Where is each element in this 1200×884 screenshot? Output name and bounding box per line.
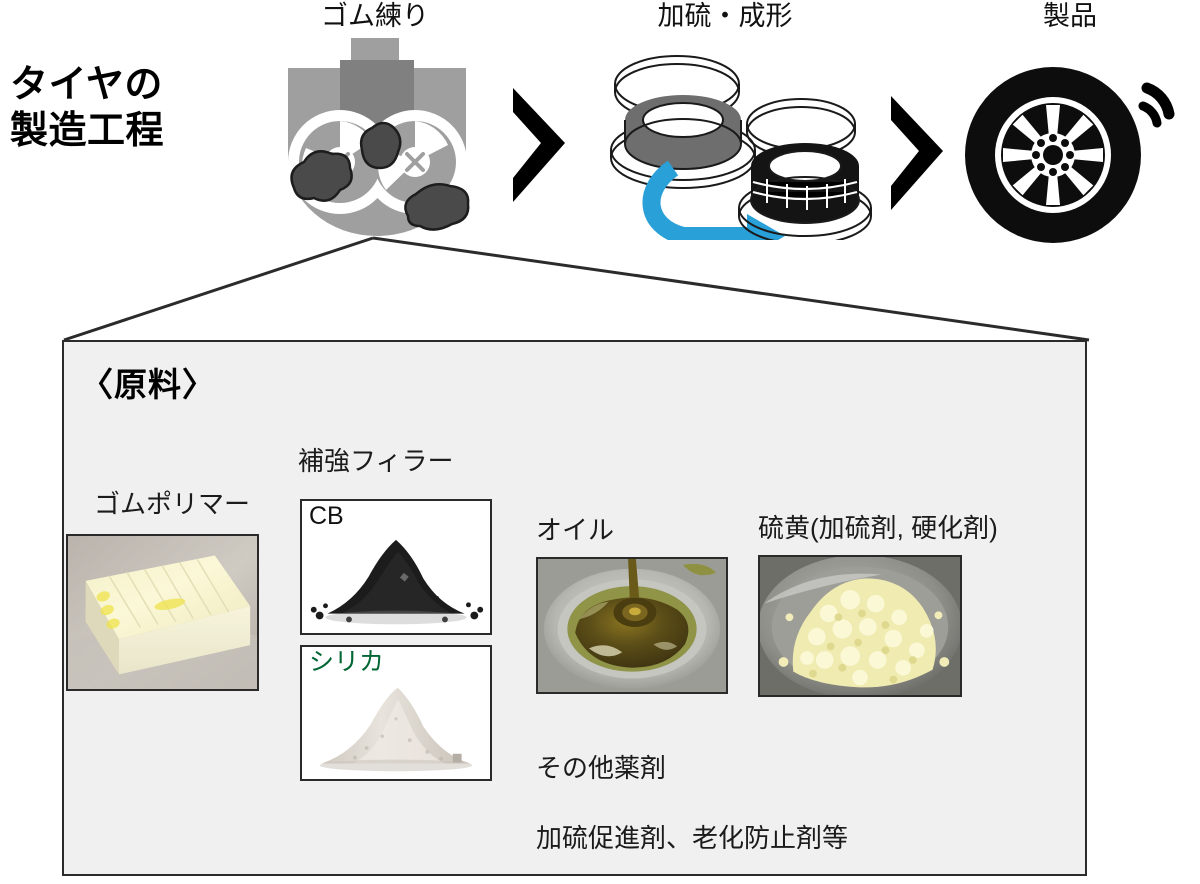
- page-title-line-1: タイヤの: [10, 64, 163, 106]
- silica-box: シリカ: [300, 645, 492, 781]
- tire-wheel-icon: [955, 50, 1180, 245]
- page-title: タイヤの 製造工程: [10, 62, 230, 155]
- material-label-reinforcing-filler: 補強フィラー: [298, 446, 454, 476]
- carbon-black-caption: CB: [309, 502, 344, 530]
- rubber-mixer-icon: [258, 38, 496, 238]
- chevron-right-icon-2: [883, 93, 953, 213]
- other-agents-text: その他薬剤 加硫促進剤、老化防止剤等: [536, 716, 848, 884]
- raw-materials-heading: 〈原料〉: [80, 366, 216, 403]
- tire-mold-icon: [605, 40, 875, 258]
- material-label-sulfur: 硫黄(加硫剤, 硬化剤): [758, 513, 998, 543]
- page-title-line-2: 製造工程: [10, 110, 165, 153]
- chevron-right-icon-1: [505, 85, 575, 205]
- silica-caption: シリカ: [309, 648, 385, 676]
- other-agents-line-2: 加硫促進剤、老化防止剤等: [536, 823, 849, 854]
- stage-label-product: 製品: [1043, 1, 1097, 31]
- callout-connector: [55, 230, 1100, 350]
- carbon-black-box: CB: [300, 499, 492, 635]
- stage-label-mixing: ゴム練り: [321, 1, 429, 31]
- material-label-oil: オイル: [536, 515, 615, 545]
- sulfur-powder-photo: [758, 555, 962, 697]
- stage-label-vulcanizing: 加硫・成形: [657, 1, 793, 31]
- other-agents-line-1: その他薬剤: [536, 753, 667, 784]
- rubber-polymer-block-photo: [66, 534, 259, 691]
- oil-in-dish-photo: [536, 557, 728, 694]
- material-label-rubber-polymer: ゴムポリマー: [94, 489, 251, 519]
